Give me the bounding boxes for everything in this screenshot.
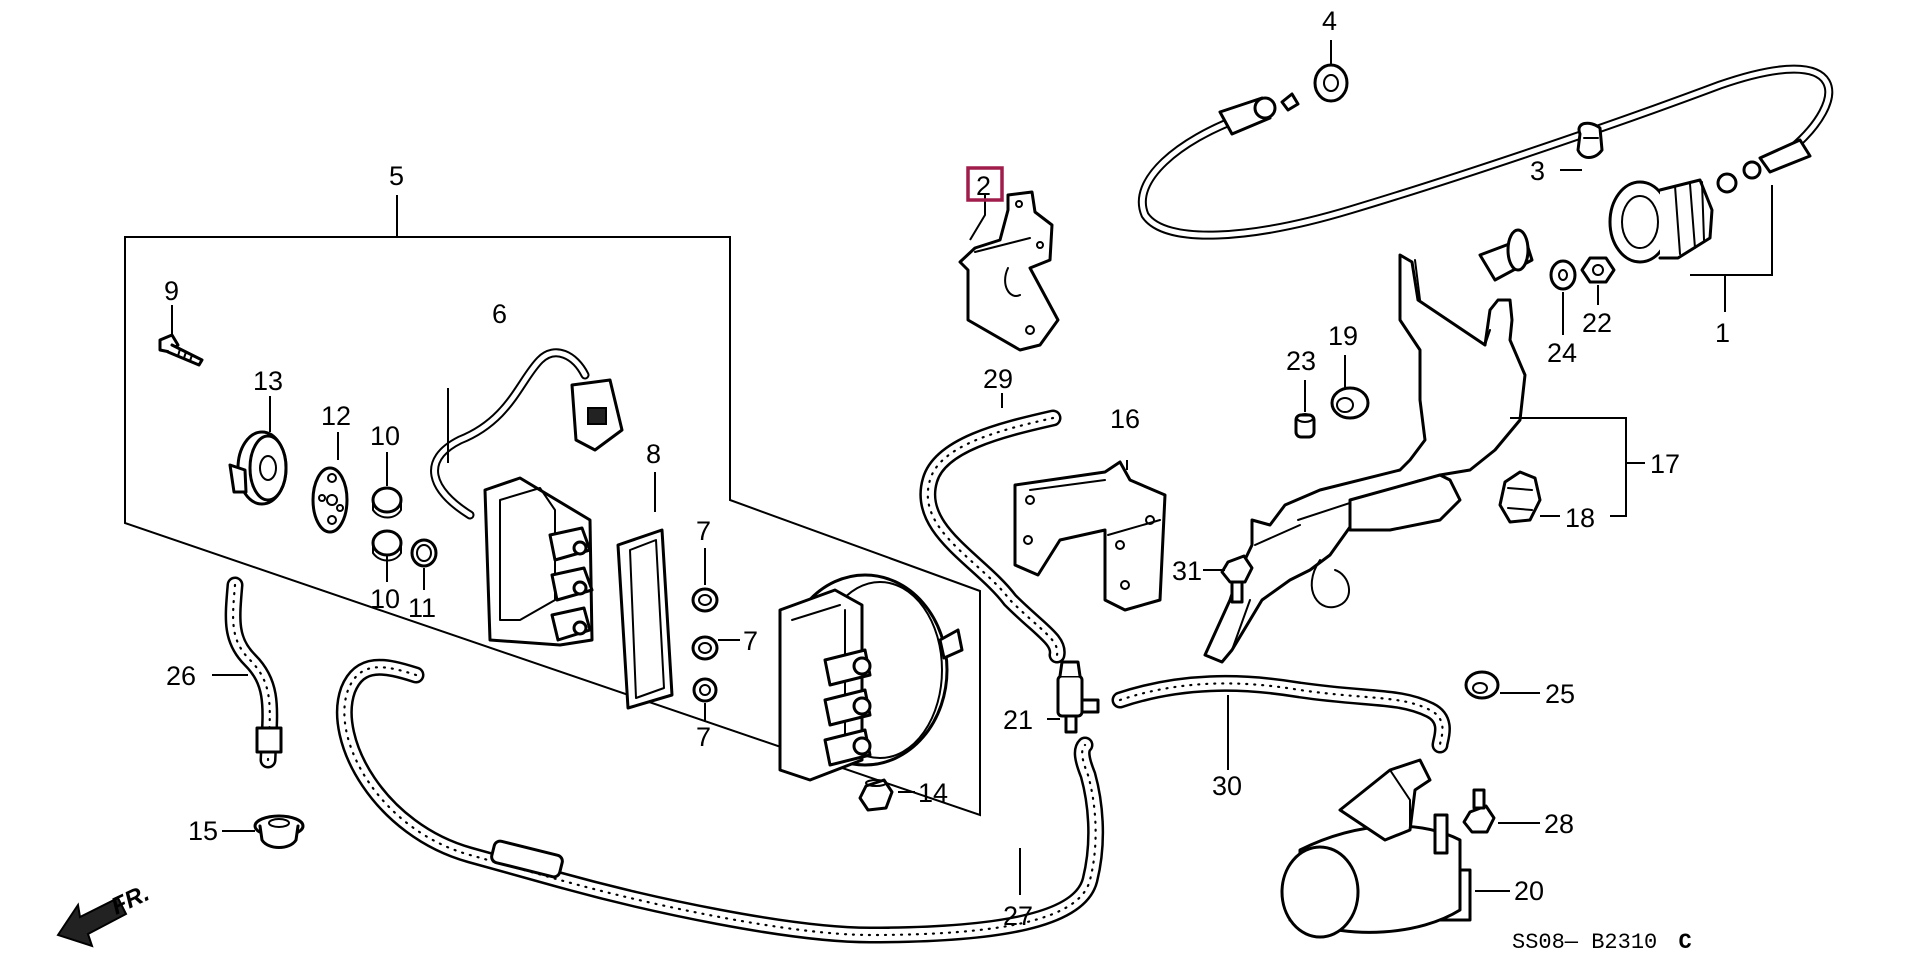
- vacuum-actuator[interactable]: [778, 573, 964, 782]
- callout-10b[interactable]: 10: [370, 584, 400, 614]
- part-24-washer[interactable]: [1549, 259, 1577, 291]
- actuator-control-box[interactable]: [483, 476, 594, 647]
- callout-labels: 1 2 3 4 5 6 7 7 7 8 9 10 10 11 12 13 14 …: [164, 6, 1730, 931]
- callout-5[interactable]: 5: [389, 161, 404, 191]
- throttle-cable-1[interactable]: [1137, 64, 1834, 264]
- callout-9[interactable]: 9: [164, 276, 179, 306]
- part-25-grommet[interactable]: [1464, 670, 1500, 700]
- callout-4[interactable]: 4: [1322, 6, 1337, 36]
- callout-2[interactable]: 2: [976, 171, 991, 201]
- part-13-pulley[interactable]: [228, 430, 288, 506]
- part-12-disc[interactable]: [311, 466, 349, 534]
- callout-19[interactable]: 19: [1328, 321, 1358, 351]
- diagram-code: SS08— B2310 C: [1512, 930, 1692, 955]
- callout-23[interactable]: 23: [1286, 346, 1316, 376]
- callout-15[interactable]: 15: [188, 816, 218, 846]
- part-17-bracket[interactable]: [1203, 228, 1534, 664]
- callout-27[interactable]: 27: [1003, 901, 1033, 931]
- callout-16[interactable]: 16: [1110, 404, 1140, 434]
- hose-26[interactable]: [224, 576, 283, 769]
- part-20-canister[interactable]: [1280, 758, 1472, 939]
- callout-1[interactable]: 1: [1715, 318, 1730, 348]
- callout-20[interactable]: 20: [1514, 876, 1544, 906]
- part-21-valve[interactable]: [1056, 660, 1100, 734]
- callout-3[interactable]: 3: [1530, 156, 1545, 186]
- callout-12[interactable]: 12: [321, 401, 351, 431]
- callout-7b[interactable]: 7: [743, 626, 758, 656]
- part-22-nut[interactable]: [1580, 256, 1616, 284]
- front-arrow-icon: [56, 896, 128, 948]
- callout-14[interactable]: 14: [918, 778, 948, 808]
- part-18-clip[interactable]: [1498, 470, 1542, 524]
- part-3-clip[interactable]: [1576, 121, 1604, 159]
- callout-10a[interactable]: 10: [370, 421, 400, 451]
- part-16-bracket[interactable]: [1013, 460, 1167, 612]
- part-6-harness[interactable]: [430, 348, 624, 520]
- callout-31[interactable]: 31: [1172, 556, 1202, 586]
- boot: [1608, 178, 1714, 264]
- callout-30[interactable]: 30: [1212, 771, 1242, 801]
- callout-13[interactable]: 13: [253, 366, 283, 396]
- part-7-o-rings[interactable]: [691, 587, 719, 703]
- part-19-grommet[interactable]: [1330, 386, 1370, 420]
- part-28-bolt[interactable]: [1462, 788, 1496, 834]
- callout-29[interactable]: 29: [983, 364, 1013, 394]
- part-23-bushing[interactable]: [1294, 413, 1316, 439]
- callout-7a[interactable]: 7: [696, 516, 711, 546]
- callout-18[interactable]: 18: [1565, 503, 1595, 533]
- callout-26[interactable]: 26: [166, 661, 196, 691]
- callout-6[interactable]: 6: [492, 299, 507, 329]
- leader-lines: [171, 40, 1773, 895]
- callout-7c[interactable]: 7: [696, 722, 711, 752]
- callout-24[interactable]: 24: [1547, 338, 1577, 368]
- part-31-bolt[interactable]: [1220, 554, 1254, 604]
- callout-17[interactable]: 17: [1650, 449, 1680, 479]
- diagram-code-suffix: C: [1678, 930, 1691, 955]
- front-direction-indicator: FR.: [56, 880, 154, 948]
- hose-27[interactable]: [335, 658, 1105, 944]
- hose-29[interactable]: [919, 409, 1066, 664]
- callout-2-highlight: [966, 166, 1004, 202]
- callout-21[interactable]: 21: [1003, 705, 1033, 735]
- part-2-bracket[interactable]: [958, 190, 1060, 352]
- callout-8[interactable]: 8: [646, 439, 661, 469]
- assembly-5-outline: [124, 195, 981, 817]
- part-4-washer[interactable]: [1313, 63, 1349, 103]
- hose-30[interactable]: [1111, 674, 1451, 754]
- part-14-nut[interactable]: [858, 778, 894, 812]
- part-9-screw[interactable]: [158, 333, 204, 367]
- part-8-gasket[interactable]: [616, 528, 674, 710]
- callout-28[interactable]: 28: [1544, 809, 1574, 839]
- part-10-caps[interactable]: [371, 486, 403, 562]
- callout-11[interactable]: 11: [408, 593, 436, 623]
- part-15-grommet[interactable]: [253, 814, 305, 849]
- callout-22[interactable]: 22: [1582, 308, 1612, 338]
- part-11-ring[interactable]: [410, 538, 438, 568]
- diagram-code-main: SS08— B2310: [1512, 930, 1657, 955]
- callout-25[interactable]: 25: [1545, 679, 1575, 709]
